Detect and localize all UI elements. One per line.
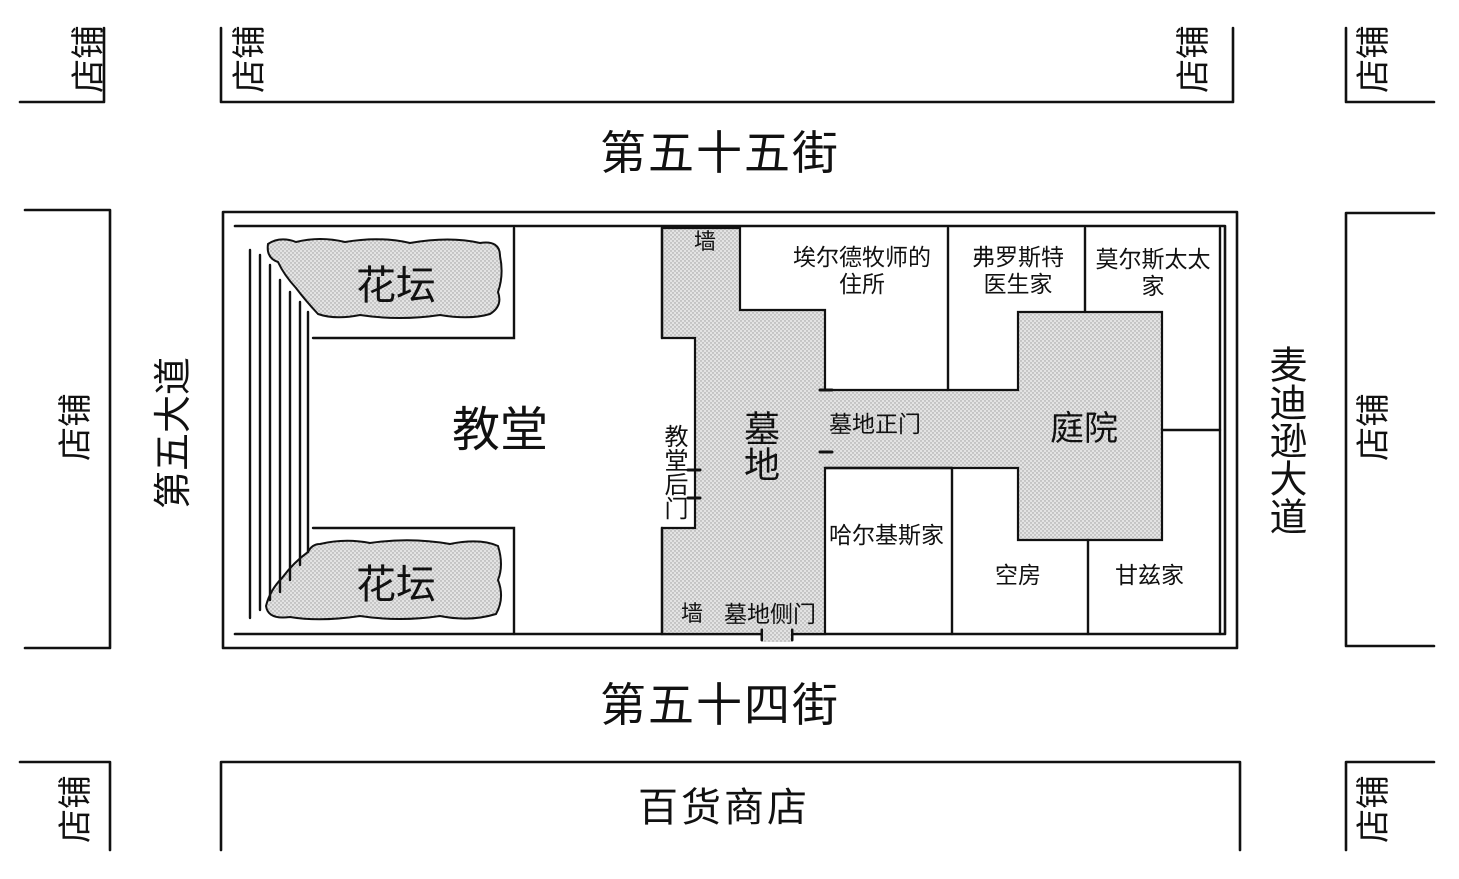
- main-block-inner: [233, 224, 1227, 636]
- flowerbed-top-label: 花坛: [356, 263, 436, 309]
- main-block-outer: [221, 210, 1239, 650]
- block-mid-left-outline: [23, 208, 112, 650]
- frost-house-label: 弗罗斯特医生家: [972, 245, 1064, 299]
- flowerbed-bottom-label: 花坛: [356, 562, 436, 608]
- block-bottom-right-outline: [1344, 760, 1436, 852]
- church-label: 教堂: [452, 402, 549, 458]
- wall-label-top: 墙: [694, 230, 717, 255]
- morse-house-label: 莫尔斯太太家: [1095, 247, 1211, 301]
- flowerbed-bottom-shape: [264, 539, 502, 621]
- street-north-label: 第五十五街: [600, 126, 840, 180]
- street-south-label: 第五十四街: [600, 678, 840, 732]
- wall-label-bottom: 墙: [681, 602, 704, 627]
- block-bottom-center-outline: [219, 760, 1242, 852]
- shop-label-top-center-right: 店铺: [1174, 25, 1214, 93]
- block-top-center-outline: [219, 26, 1235, 104]
- shop-label-mid-right: 店铺: [1354, 393, 1394, 461]
- church-back-door-label: 教堂后门: [660, 424, 688, 520]
- block-top-right-outline: [1344, 26, 1436, 104]
- shop-label-bottom-right: 店铺: [1354, 775, 1394, 843]
- cemetery-label: 墓地: [738, 410, 779, 482]
- empty-house-label: 空房: [995, 563, 1041, 589]
- block-top-left-outline: [18, 26, 106, 104]
- courtyard-label: 庭院: [1050, 409, 1118, 449]
- shop-label-mid-left: 店铺: [56, 393, 96, 461]
- elder-residence-label: 埃尔德牧师的住所: [793, 245, 931, 299]
- cemetery-side-gate-label: 墓地侧门: [724, 602, 816, 628]
- shop-label-top-center-left: 店铺: [230, 25, 270, 93]
- shop-label-bottom-left: 店铺: [56, 775, 96, 843]
- department-store-label: 百货商店: [638, 785, 810, 831]
- cemetery-main-gate-label: 墓地正门: [829, 412, 921, 438]
- block-mid-right-outline: [1344, 211, 1436, 648]
- shop-label-top-right: 店铺: [1354, 25, 1394, 93]
- church-outline: [311, 226, 516, 636]
- street-east-label: 麦迪逊大道: [1263, 345, 1307, 535]
- harkness-house-label: 哈尔基斯家: [829, 523, 944, 549]
- cemetery-courtyard-area: [660, 226, 1164, 636]
- flowerbed-top-shape: [266, 238, 503, 319]
- block-bottom-left-outline: [18, 760, 112, 852]
- street-west-label: 第五大道: [151, 357, 195, 510]
- shop-label-top-left: 店铺: [69, 25, 109, 93]
- gance-house-label: 甘兹家: [1115, 563, 1184, 589]
